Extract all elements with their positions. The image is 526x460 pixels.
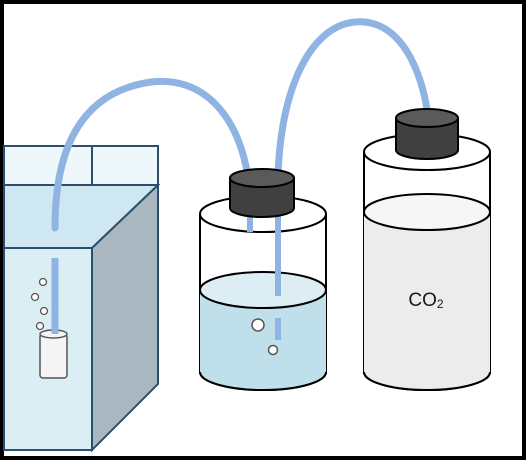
bubble-counter-bottle (199, 195, 327, 391)
aquarium-tank (3, 145, 161, 453)
co2-label: CO2 (386, 290, 466, 312)
water-surface (199, 271, 327, 309)
diffuser (39, 333, 68, 379)
co2-label-main: CO (408, 290, 437, 311)
bubble (30, 292, 40, 302)
bubble (267, 344, 279, 356)
tank-top-rim (3, 145, 159, 186)
co2-bottle-cap (395, 108, 459, 160)
tube-bottle-to-co2 (274, 18, 432, 182)
co2-bottle (363, 133, 491, 391)
co2-gas-fill (364, 212, 490, 390)
bubble (251, 318, 265, 332)
co2-label-subscript: 2 (436, 297, 444, 311)
bottle-cap (229, 168, 295, 218)
bubble (35, 321, 45, 331)
tubing (51, 18, 432, 232)
tube-tank-to-bottle (51, 78, 252, 232)
bottle-water (200, 290, 326, 390)
bubble (39, 306, 49, 316)
bubble (38, 277, 48, 287)
co2-gas-level (363, 193, 491, 231)
